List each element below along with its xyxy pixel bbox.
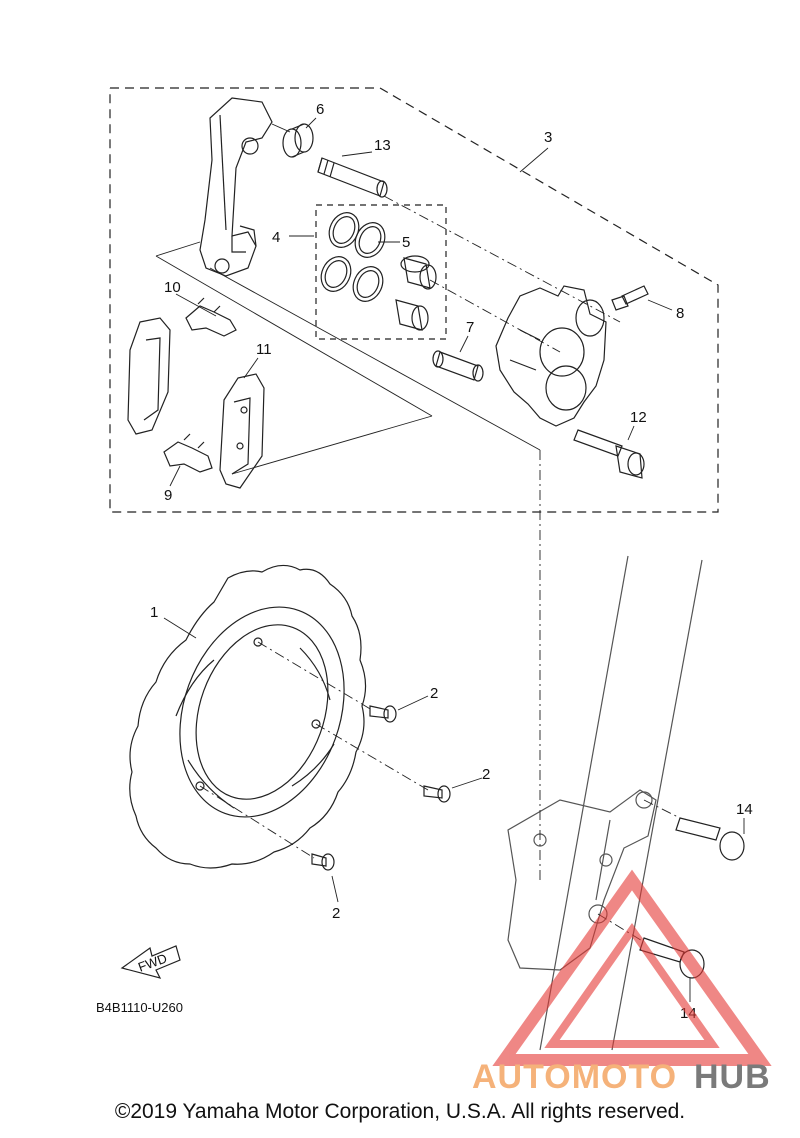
callout-5: 5 <box>402 234 410 251</box>
callout-4: 4 <box>272 229 280 246</box>
bleed-screw <box>611 285 649 311</box>
callout-2: 2 <box>430 685 438 702</box>
mounting-bolt-upper <box>675 817 745 861</box>
watermark-brand-left: AUTOMOTO <box>472 1058 677 1096</box>
callout-7: 7 <box>466 319 474 336</box>
disc-bolt-middle <box>423 785 451 803</box>
callout-8: 8 <box>676 305 684 322</box>
callout-12: 12 <box>630 409 647 426</box>
caliper-pistons <box>395 255 437 331</box>
callout-9: 9 <box>164 487 172 504</box>
leader-lines <box>155 117 745 1002</box>
disc-bolt-lower <box>311 853 335 871</box>
callout-1: 1 <box>150 604 158 621</box>
callout-6: 6 <box>316 101 324 118</box>
fork-leg <box>507 555 703 1051</box>
callout-13: 13 <box>374 137 391 154</box>
caliper-assembly-boundary <box>109 87 719 513</box>
piston-seals <box>320 212 386 302</box>
caliper-pin <box>317 157 388 198</box>
copyright-notice: ©2019 Yamaha Motor Corporation, U.S.A. A… <box>114 1100 686 1123</box>
caliper-pin-small <box>432 350 484 382</box>
callout-labels: 1 2 2 2 3 4 5 6 7 8 9 10 11 12 13 14 14 … <box>96 101 753 1022</box>
callout-2: 2 <box>482 766 490 783</box>
caliper-bracket <box>199 97 273 277</box>
callout-10: 10 <box>164 279 181 296</box>
callout-14: 14 <box>736 801 753 818</box>
callout-11: 11 <box>256 341 272 358</box>
watermark: AUTOMOTO HUB <box>472 869 772 1096</box>
brake-pad-inner <box>127 317 171 435</box>
brake-pad-outer <box>219 373 265 489</box>
part-code: B4B1110-U260 <box>96 1000 183 1015</box>
disc-bolt-upper <box>369 705 397 723</box>
boot-part <box>282 123 314 158</box>
brake-disc <box>129 564 367 869</box>
watermark-brand-right: HUB <box>694 1058 771 1096</box>
forward-arrow-icon <box>120 945 181 979</box>
callout-2: 2 <box>332 905 340 922</box>
caliper-body <box>495 285 607 427</box>
callout-3: 3 <box>544 129 552 146</box>
triangle-logo-icon <box>492 869 772 1066</box>
pad-spring-upper <box>185 297 237 337</box>
pad-spring-lower <box>163 433 213 473</box>
caliper-bolt <box>573 429 645 479</box>
